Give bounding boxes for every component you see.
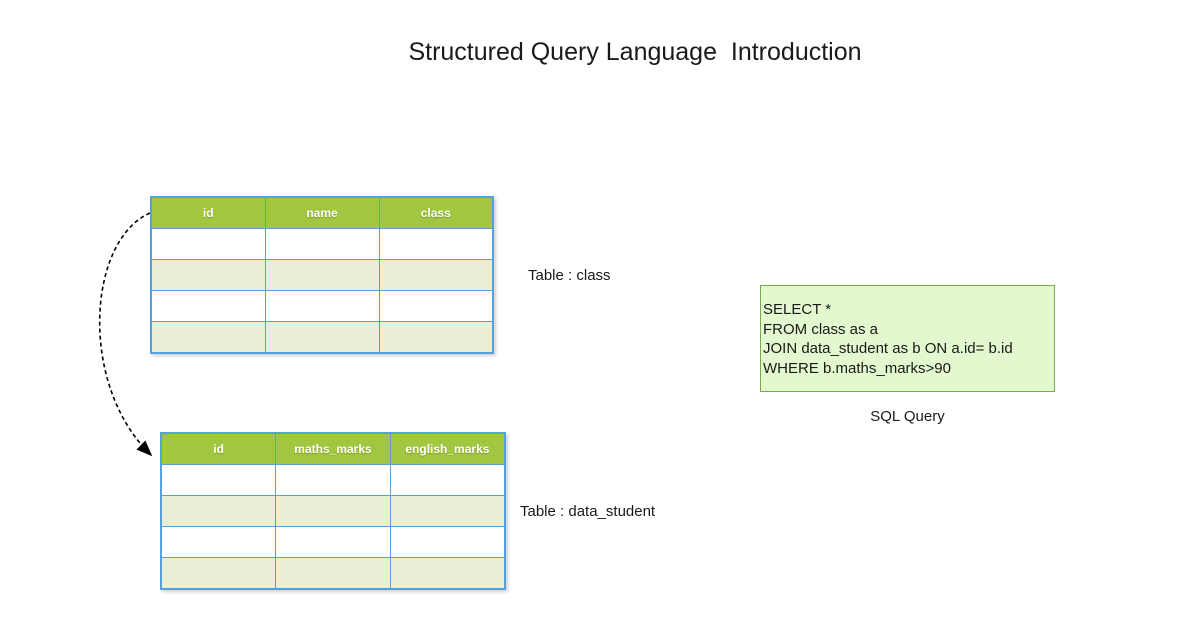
column-header-english-marks: english_marks [389, 432, 506, 465]
table-cell [275, 557, 391, 590]
table-cell [389, 464, 506, 496]
table-cell [378, 290, 494, 322]
table-cell [264, 259, 380, 291]
table-cell [160, 464, 277, 496]
sql-line: JOIN data_student as b ON a.id= b.id [763, 340, 1013, 357]
table-cell [150, 290, 266, 322]
column-header-maths-marks: maths_marks [275, 432, 391, 465]
sql-line: SELECT * [763, 301, 832, 318]
table-cell [389, 526, 506, 558]
table-data-student-label: Table : data_student [520, 503, 656, 520]
page-title: Structured Query Language Introduction [408, 38, 862, 66]
table-cell [150, 259, 266, 291]
table-cell [275, 495, 391, 527]
table-row [160, 464, 506, 496]
table-cell [275, 464, 391, 496]
table-cell [264, 228, 380, 260]
column-header-id: id [150, 196, 266, 229]
table-class: id name class [150, 196, 494, 354]
sql-line: FROM class as a [763, 320, 879, 338]
sql-line: WHERE b.maths_marks>90 [763, 359, 951, 377]
join-connector-arrow-icon [98, 212, 153, 457]
table-cell [150, 228, 266, 260]
table-cell [160, 526, 277, 558]
table-cell [264, 321, 380, 354]
column-header-id: id [160, 432, 277, 465]
table-cell [389, 495, 506, 527]
table-cell [389, 557, 506, 590]
table-row [160, 557, 506, 590]
table-row [160, 495, 506, 527]
sql-query-caption: SQL Query [870, 408, 945, 425]
table-row [160, 526, 506, 558]
column-header-class: class [378, 196, 494, 229]
table-cell [160, 495, 277, 527]
table-cell [378, 321, 494, 354]
table-row [150, 321, 494, 354]
table-row [150, 290, 494, 322]
column-header-name: name [264, 196, 380, 229]
table-data-student: id maths_marks english_marks [160, 432, 506, 590]
table-row [150, 228, 494, 260]
table-cell [275, 526, 391, 558]
table-cell [150, 321, 266, 354]
table-row [150, 259, 494, 291]
sql-query-box: SELECT * FROM class as a JOIN data_stude… [760, 285, 1055, 392]
table-class-label: Table : class [528, 267, 611, 284]
table-data-student-header-row: id maths_marks english_marks [160, 432, 506, 465]
table-class-header-row: id name class [150, 196, 494, 229]
table-cell [378, 228, 494, 260]
table-cell [378, 259, 494, 291]
table-cell [160, 557, 277, 590]
table-cell [264, 290, 380, 322]
